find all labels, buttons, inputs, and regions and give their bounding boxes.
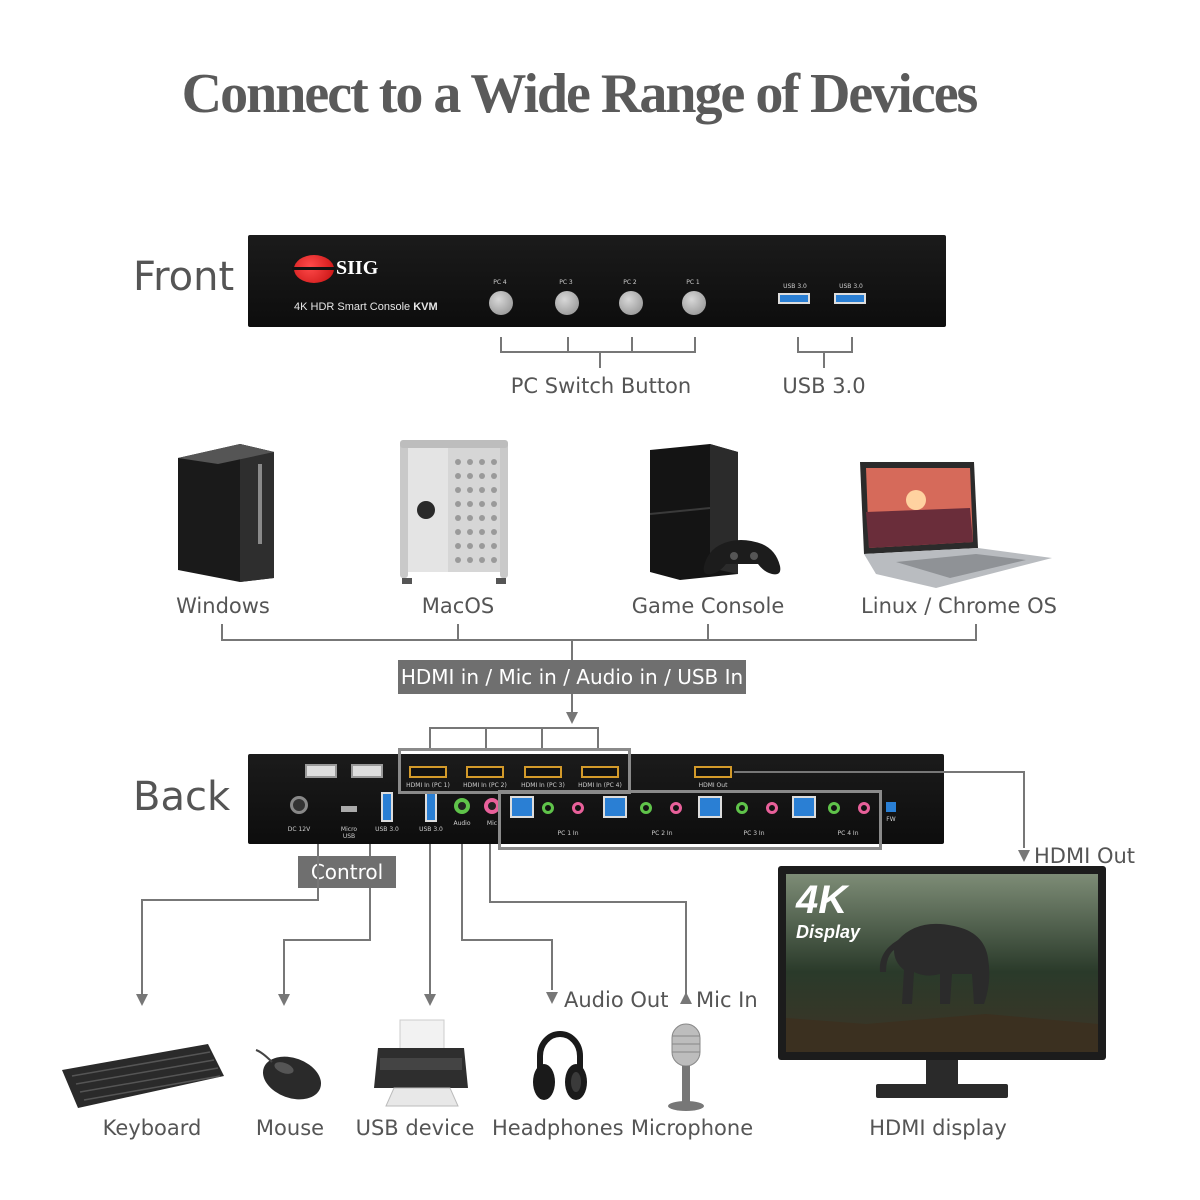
kvm-front-panel: SIIG 4K HDR Smart Console KVM PC 4 PC 3 … <box>248 235 946 327</box>
hdmi-out-callout: HDMI Out <box>1034 844 1136 868</box>
computer-label-windows: Windows <box>176 594 270 618</box>
computer-label-game-console: Game Console <box>631 594 785 618</box>
pc1-switch-button[interactable] <box>682 291 706 315</box>
model-text: 4K HDR Smart Console KVM <box>294 301 438 313</box>
audio-jack-pc3 <box>736 802 748 814</box>
btn-label-pc1: PC 1 <box>686 279 700 286</box>
audio-jack-pc1 <box>542 802 554 814</box>
audio-label: Audio <box>453 820 471 827</box>
monitor-stand-base <box>876 1084 1008 1098</box>
usb3-port-1 <box>381 792 393 822</box>
usb-device-printer-icon <box>372 1018 470 1110</box>
usb3-label-1: USB 3.0 <box>375 826 399 833</box>
pc4-switch-button[interactable] <box>489 291 513 315</box>
hdmi-in-label-2: HDMI In (PC 2) <box>463 782 507 789</box>
usb3-label-2: USB 3.0 <box>419 826 443 833</box>
audio-out-callout: Audio Out <box>564 988 669 1012</box>
peripheral-label-usb-device: USB device <box>355 1116 475 1140</box>
model-name: 4K HDR Smart Console <box>294 301 411 313</box>
usb-port-icon <box>778 293 810 304</box>
page-title: Connect to a Wide Range of Devices <box>181 63 979 125</box>
monitor-screen: 4K Display <box>786 874 1098 1052</box>
keyboard-usb-port <box>305 764 337 778</box>
hdmi-out-port <box>694 766 732 778</box>
peripheral-label-microphone: Microphone <box>630 1116 754 1140</box>
hdmi-in-label-1: HDMI In (PC 1) <box>406 782 450 789</box>
pc3-switch-button[interactable] <box>555 291 579 315</box>
hdmi-in-port-3 <box>524 766 562 778</box>
usb-callout: USB 3.0 <box>782 374 866 398</box>
mic-jack-pc3 <box>766 802 778 814</box>
dc-label: DC 12V <box>287 826 311 833</box>
computer-label-linux-chrome: Linux / Chrome OS <box>861 594 1057 618</box>
usb-label-2: USB 3.0 <box>839 283 863 290</box>
btn-label-pc3: PC 3 <box>559 279 573 286</box>
hdmi-in-port-2 <box>466 766 504 778</box>
macos-pc-icon <box>396 432 514 586</box>
hdmi-in-label-3: HDMI In (PC 3) <box>521 782 565 789</box>
hdmi-in-port-4 <box>581 766 619 778</box>
windows-pc-icon <box>178 440 274 582</box>
audio-jack-pc2 <box>640 802 652 814</box>
game-console-icon <box>649 444 786 580</box>
peripheral-label-headphones: Headphones <box>492 1116 624 1140</box>
model-kvm: KVM <box>413 301 438 313</box>
usb-label-1: USB 3.0 <box>783 283 807 290</box>
pc-in-highlight <box>498 790 882 850</box>
keyboard-icon <box>58 1040 226 1112</box>
usb-port-icon <box>834 293 866 304</box>
usb-b-port-pc1 <box>510 796 534 818</box>
micro-usb-label: Micro USB <box>340 826 358 840</box>
mouse-usb-port <box>351 764 383 778</box>
peripheral-label-mouse: Mouse <box>255 1116 325 1140</box>
kvm-back-panel: DC 12V Micro USB USB 3.0 USB 3.0 Audio M… <box>248 754 944 844</box>
monitor-stand-neck <box>926 1060 958 1088</box>
audio-jack-pc4 <box>828 802 840 814</box>
peripheral-label-keyboard: Keyboard <box>102 1116 202 1140</box>
mic-jack-pc4 <box>858 802 870 814</box>
dc-jack-icon <box>290 796 308 814</box>
usb-b-port-pc4 <box>792 796 816 818</box>
pc1-in-label: PC 1 In <box>557 830 579 837</box>
pc2-in-label: PC 2 In <box>651 830 673 837</box>
btn-label-pc2: PC 2 <box>623 279 637 286</box>
fw-label: FW <box>886 816 896 823</box>
mouse-icon <box>254 1046 324 1102</box>
laptop-icon <box>856 462 1052 588</box>
front-label: Front <box>133 254 235 300</box>
pc-switch-callout: PC Switch Button <box>510 374 692 398</box>
hdmi-in-port-1 <box>409 766 447 778</box>
mic-in-callout: Mic In <box>696 988 758 1012</box>
display-badge-4k: 4K <box>796 878 848 922</box>
audio-jack-icon <box>454 798 470 814</box>
logo-stripe <box>292 267 336 270</box>
pc3-in-label: PC 3 In <box>743 830 765 837</box>
micro-usb-port <box>341 806 357 812</box>
fw-switch <box>886 802 896 812</box>
pc2-switch-button[interactable] <box>619 291 643 315</box>
display-badge-text: Display <box>796 922 861 942</box>
usb-b-port-pc2 <box>603 796 627 818</box>
usb-b-port-pc3 <box>698 796 722 818</box>
input-callout-box: HDMI in / Mic in / Audio in / USB In <box>398 660 746 694</box>
control-callout-box: Control <box>298 856 396 888</box>
back-label: Back <box>133 774 231 820</box>
mic-jack-pc2 <box>670 802 682 814</box>
headphones-icon <box>532 1026 588 1106</box>
btn-label-pc4: PC 4 <box>493 279 507 286</box>
peripheral-label-hdmi-display: HDMI display <box>869 1116 1007 1140</box>
hdmi-in-label-4: HDMI In (PC 4) <box>578 782 622 789</box>
hdmi-display-monitor: 4K Display <box>778 866 1106 1060</box>
mic-label: Mic <box>486 820 498 827</box>
computer-label-macos: MacOS <box>421 594 495 618</box>
brand-text: SIIG <box>336 257 379 279</box>
mic-jack-pc1 <box>572 802 584 814</box>
hdmi-out-port-label: HDMI Out <box>698 782 728 789</box>
pc4-in-label: PC 4 In <box>837 830 859 837</box>
microphone-icon <box>664 1022 708 1114</box>
